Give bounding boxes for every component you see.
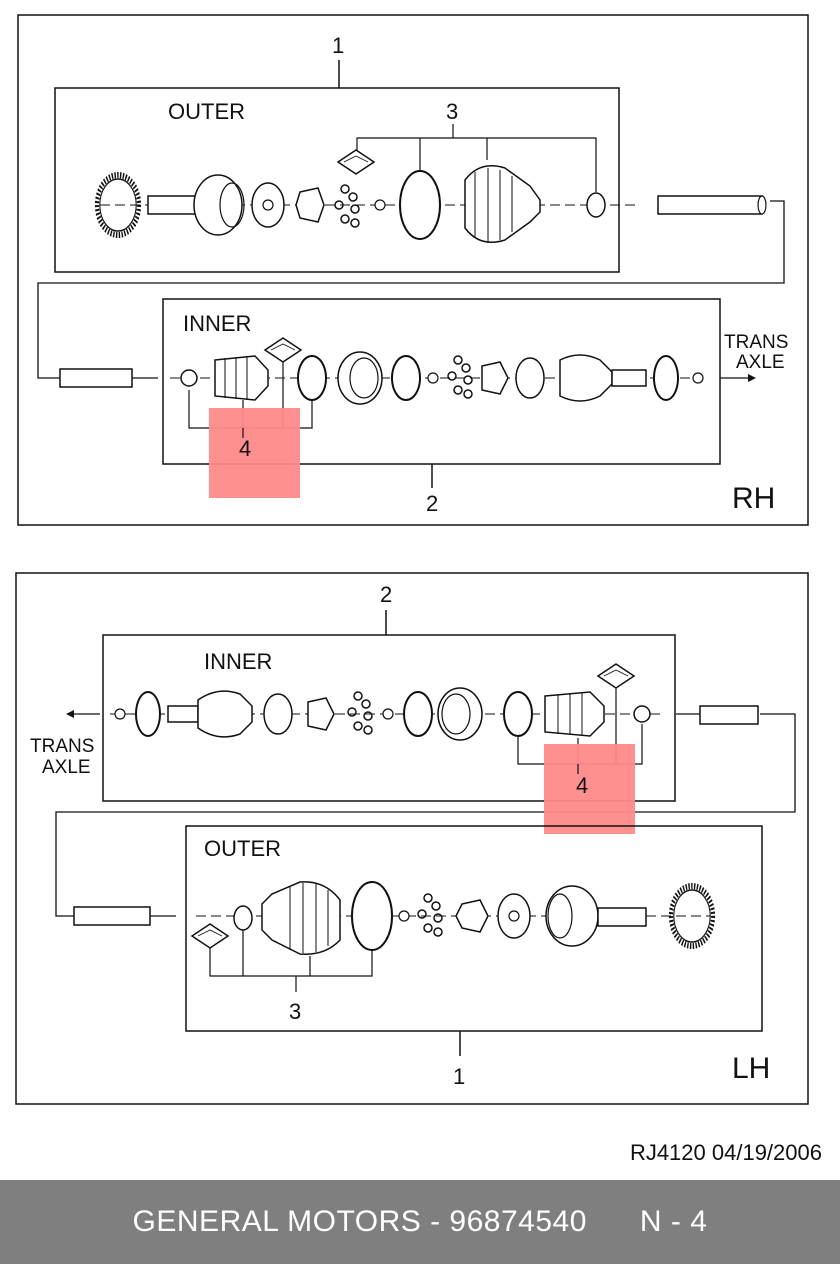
lh-side-label: LH [732, 1052, 770, 1085]
rh-snap-ring-icon [374, 199, 386, 211]
lh-panel: 2 INNER TRANS AXLE 4 [15, 572, 809, 1105]
lh-inner-box [102, 634, 676, 802]
rh-outer-label: OUTER [168, 99, 245, 124]
lh-spacer-ring-icon [437, 687, 483, 741]
lh-outer-clamp-large-icon [351, 881, 393, 951]
lh-inner-label: INNER [204, 649, 272, 674]
rh-inner-boot-icon [214, 355, 269, 401]
rh-side-label: RH [732, 482, 775, 515]
lh-callout-2: 2 [380, 582, 392, 607]
rh-inner-clamp-small-icon [180, 369, 198, 387]
rh-outer-grease-icon [337, 149, 375, 175]
lh-inner-race-icon [307, 697, 335, 731]
lh-inner-boot-icon [544, 691, 605, 737]
footer-brand-part: GENERAL MOTORS - 96874540 [132, 1205, 587, 1238]
lh-callout-4-highlight [544, 744, 635, 834]
rh-inner-race-2-icon [481, 361, 509, 395]
lh-tripod-housing-icon [197, 690, 253, 738]
lh-axle-shaft-icon [699, 705, 759, 725]
lh-inner-grease-icon [597, 663, 635, 689]
drawing-reference: RJ4120 04/19/2006 [629, 1140, 822, 1165]
rh-callout-1: 1 [332, 33, 344, 58]
rh-callout-4-highlight [209, 408, 300, 498]
lh-balls-icon [417, 893, 443, 937]
lh-inner-balls-icon [347, 691, 373, 735]
lh-axle-shaft-end-icon [73, 906, 151, 926]
lh-cage-icon [497, 893, 531, 939]
rh-outer-clamp-large-icon [399, 170, 441, 240]
exploded-axle-diagram: OUTER 1 3 INNER [15, 14, 809, 1105]
footer-bar: GENERAL MOTORS - 96874540 N - 4 [0, 1180, 840, 1264]
lh-inner-clamp-large-icon [503, 691, 533, 737]
rh-outer-box [54, 87, 620, 273]
lh-callout-1: 1 [453, 1064, 465, 1089]
rh-stub-shaft-icon [147, 195, 197, 215]
rh-outer-boot-icon [464, 165, 541, 243]
lh-inner-race-2-icon [455, 899, 489, 933]
lh-trans-axle-label-2: AXLE [42, 757, 91, 778]
rh-cage-icon [251, 182, 285, 228]
rh-callout-4: 4 [239, 436, 251, 461]
rh-outer-housing-icon [193, 174, 243, 236]
rh-callout-3: 3 [446, 99, 458, 124]
rh-outer-clamp-small-icon [586, 192, 606, 218]
rh-inner-clamp-large-icon [297, 355, 327, 401]
lh-snap-ring-icon [398, 910, 410, 922]
rh-inner-cage-icon [515, 357, 545, 399]
lh-outer-clamp-small-icon [233, 905, 253, 931]
lh-outer-box [185, 825, 763, 1032]
lh-outer-label: OUTER [204, 836, 281, 861]
lh-outer-grease-icon [191, 923, 229, 949]
rh-axle-shaft-icon [657, 195, 763, 215]
lh-seal-ring-icon [403, 691, 433, 737]
rh-inner-race-icon [295, 187, 325, 223]
rh-callout-2: 2 [426, 491, 438, 516]
rh-panel: OUTER 1 3 INNER [17, 14, 809, 526]
lh-dust-seal-icon [135, 691, 161, 737]
rh-balls-icon [334, 184, 360, 228]
rh-trans-axle-label-1: TRANS [724, 332, 788, 353]
lh-callout-4: 4 [576, 773, 588, 798]
lh-inner-cage-icon [263, 693, 293, 735]
lh-callout-3: 3 [289, 999, 301, 1024]
rh-trans-axle-label-2: AXLE [736, 352, 785, 373]
rh-seal-ring-icon [391, 355, 421, 401]
rh-inner-label: INNER [183, 311, 251, 336]
lh-outer-boot-icon [261, 881, 341, 955]
lh-trans-axle-label-1: TRANS [30, 736, 94, 757]
rh-dust-seal-icon [653, 355, 679, 401]
lh-stub-shaft-icon [597, 907, 647, 927]
rh-inner-balls-icon [447, 355, 473, 399]
lh-inner-clamp-small-icon [633, 705, 651, 723]
rh-axle-shaft-end-icon [59, 368, 133, 388]
rh-inner-grease-icon [264, 337, 302, 363]
rh-tripod-housing-icon [559, 354, 613, 402]
rh-inner-box [162, 298, 721, 465]
footer-page: N - 4 [639, 1205, 708, 1238]
rh-spacer-ring-icon [337, 351, 383, 405]
